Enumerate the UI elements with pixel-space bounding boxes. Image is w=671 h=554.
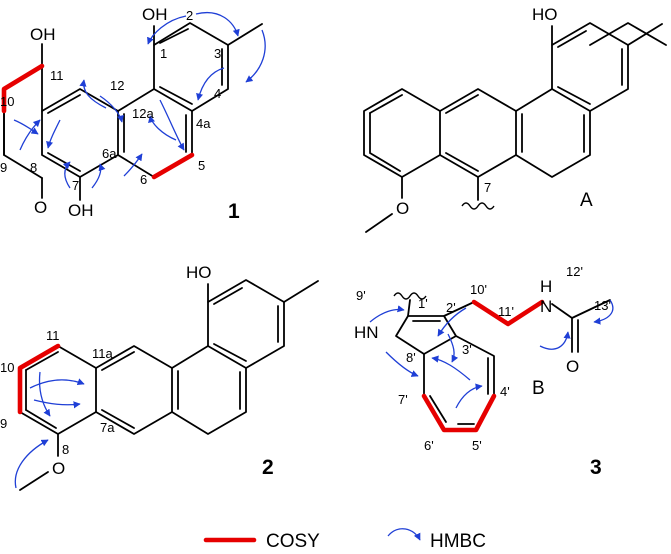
compound-3: HN H N O 1' 2' 3' 4' 5' 6' 7' 8' 9' 10' … <box>354 264 614 479</box>
compound-number: 2 <box>262 456 274 479</box>
indole-nh-label: HN <box>354 323 379 342</box>
compound-1-labels: OH OH O OH 1 2 3 4 4a 5 6 6a 7 8 9 10 11… <box>0 5 240 223</box>
compound-1-hmbc <box>13 11 266 189</box>
atom-number: 6' <box>424 438 434 453</box>
compound-1: OH OH O OH 1 2 3 4 4a 5 6 6a 7 8 9 10 11… <box>0 5 266 223</box>
fragment-a-labels: HO O 7 A <box>396 5 593 218</box>
atom-number: 7' <box>398 392 408 407</box>
atom-number: 8 <box>62 442 69 457</box>
atom-number: 7 <box>484 180 491 195</box>
compound-number: 3 <box>590 456 602 479</box>
hmbc-legend-label: HMBC <box>430 531 486 552</box>
atom-number: 1 <box>160 46 167 61</box>
hydroxyl-label: OH <box>30 25 56 44</box>
carbonyl-oxygen-label: O <box>34 198 47 217</box>
compound-number: 1 <box>228 200 240 223</box>
atom-number: 3' <box>462 342 472 357</box>
atom-number: 2 <box>186 8 193 23</box>
atom-number: 1' <box>418 296 428 311</box>
fragment-a-bonds <box>363 22 667 233</box>
atom-number: 11 <box>46 328 60 343</box>
atom-number: 7 <box>72 178 79 193</box>
compound-3-cosy <box>421 299 545 433</box>
atom-number: 9 <box>0 160 7 175</box>
atom-number: 5' <box>472 438 482 453</box>
atom-number: 11a <box>92 346 113 361</box>
hydroxyl-label: OH <box>142 5 168 24</box>
hydroxyl-label: HO <box>532 5 558 24</box>
compound-2: HO O 7a 8 9 10 11 11a 2 <box>0 263 319 491</box>
attachment-wavy-bond <box>393 292 427 300</box>
amide-nitrogen-label: N <box>540 297 552 316</box>
hydroxyl-label: OH <box>68 201 94 220</box>
hydroxyl-label: HO <box>186 263 212 282</box>
atom-number: 12a <box>132 106 154 121</box>
atom-number: 9 <box>0 416 7 431</box>
atom-number: 4 <box>214 86 221 101</box>
compound-1-bonds <box>3 22 263 201</box>
atom-number: 4' <box>500 384 510 399</box>
atom-number: 4a <box>196 116 211 131</box>
compound-2-cosy <box>17 343 61 415</box>
atom-number: 10 <box>0 94 14 109</box>
atom-number: 11' <box>498 304 514 319</box>
methoxy-oxygen-label: O <box>52 459 65 478</box>
atom-number: 10' <box>470 282 487 297</box>
atom-number: 9' <box>356 288 366 303</box>
amide-h-label: H <box>540 277 552 296</box>
atom-number: 12' <box>566 264 583 279</box>
atom-number: 5 <box>198 158 205 173</box>
fragment-label: B <box>532 378 545 399</box>
fragment-label: A <box>580 190 593 211</box>
compound-2-labels: HO O 7a 8 9 10 11 11a 2 <box>0 263 274 479</box>
attachment-wavy-bond <box>461 202 495 210</box>
compound-3-labels: HN H N O 1' 2' 3' 4' 5' 6' 7' 8' 9' 10' … <box>354 264 611 479</box>
carbonyl-oxygen-label: O <box>566 357 579 376</box>
atom-number: 3 <box>214 46 221 61</box>
cosy-legend-label: COSY <box>266 531 320 552</box>
atom-number: 12 <box>110 78 124 93</box>
atom-number: 7a <box>100 420 115 435</box>
fragment-a: HO O 7 A <box>363 5 667 233</box>
atom-number: 11 <box>50 68 64 83</box>
atom-number: 8' <box>406 350 416 365</box>
atom-number: 10 <box>0 360 14 375</box>
atom-number: 13' <box>594 298 611 313</box>
atom-number: 6 <box>140 172 147 187</box>
hmbc-legend-arrow-icon <box>387 528 421 541</box>
compound-1-cosy <box>1 63 195 180</box>
atom-number: 6a <box>102 146 117 161</box>
legend: COSY HMBC <box>203 528 486 552</box>
compound-3-hmbc <box>369 299 614 409</box>
compound-2-hmbc <box>14 371 85 489</box>
atom-number: 2' <box>446 300 456 315</box>
atom-number: 8 <box>30 160 37 175</box>
methoxy-oxygen-label: O <box>396 199 409 218</box>
